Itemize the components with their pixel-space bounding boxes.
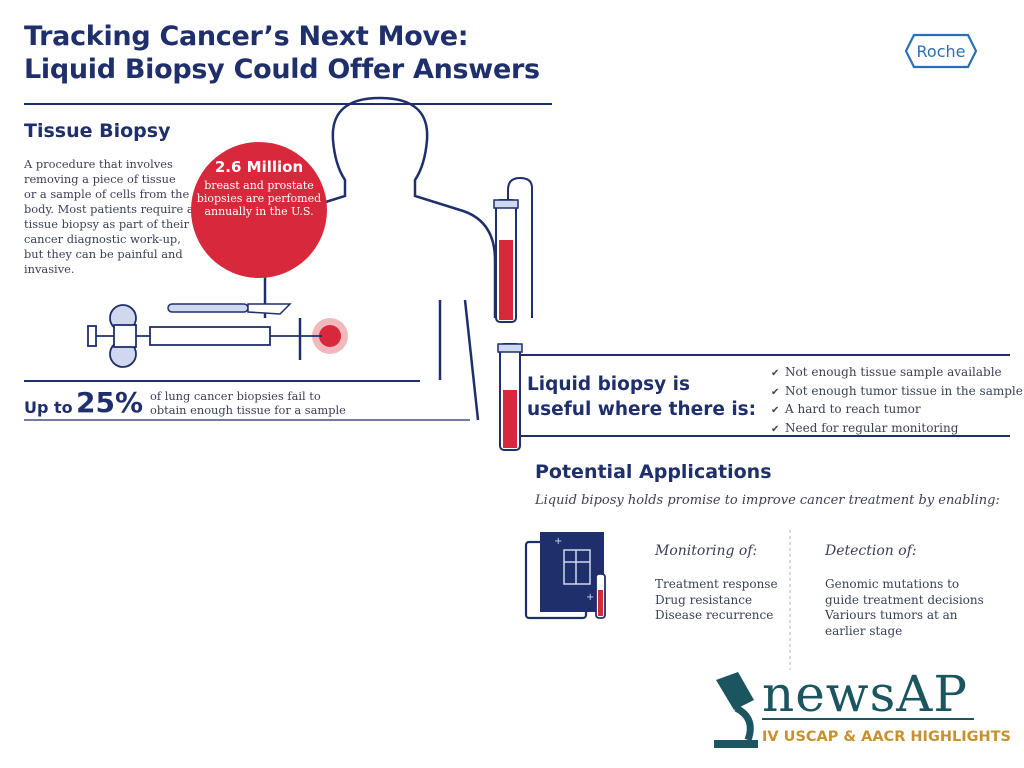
tablet-monitoring-icon: + + — [524, 532, 606, 620]
liquid-heading-line-2: useful where there is: — [527, 399, 757, 420]
tissue-description-line: tissue biopsy as part of their — [24, 217, 190, 231]
biopsy-stat-circle: 2.6 Million breast and prostate biopsies… — [191, 142, 327, 278]
roche-logo: Roche — [904, 33, 978, 69]
list-item: ✔Need for regular monitoring — [771, 420, 1023, 439]
tissue-description-line: invasive. — [24, 262, 75, 276]
title-line-2: Liquid Biopsy Could Offer Answers — [24, 54, 540, 85]
check-icon: ✔ — [771, 386, 780, 398]
list-item: ✔Not enough tumor tissue in the sample — [771, 383, 1023, 402]
detection-title: Detection of: — [825, 543, 917, 559]
biopsy-stat-value: 2.6 Million — [214, 158, 304, 176]
monitoring-title: Monitoring of: — [655, 543, 758, 559]
biopsy-stat-line: annually in the U.S. — [204, 205, 314, 218]
check-icon: ✔ — [771, 368, 780, 379]
check-icon: ✔ — [771, 423, 780, 435]
fail-prefix: Up to — [24, 398, 73, 417]
check-icon: ✔ — [771, 405, 780, 416]
monitoring-list: Treatment response Drug resistance Disea… — [655, 577, 778, 624]
tissue-description-line: A procedure that involves — [24, 157, 173, 171]
tissue-biopsy-heading: Tissue Biopsy — [24, 120, 171, 142]
roche-logo-text: Roche — [917, 42, 966, 61]
page-title: Tracking Cancer’s Next Move: Liquid Biop… — [24, 20, 540, 86]
biopsy-stat-line: biopsies are perfomed — [196, 192, 322, 205]
tissue-description-line: removing a piece of tissue — [24, 172, 176, 186]
list-item: Drug resistance — [655, 592, 753, 607]
liquid-reasons-list: ✔Not enough tissue sample available ✔Not… — [771, 364, 1023, 438]
list-item: Genomic mutations to — [825, 577, 960, 591]
tissue-description-line: but they can be painful and — [24, 247, 183, 261]
applications-heading: Potential Applications — [535, 461, 772, 483]
tissue-description-line: or a sample of cells from the — [24, 187, 190, 201]
newsap-logo-text: newsAP — [762, 665, 968, 723]
biopsy-stat-text: breast and prostate biopsies are perfome… — [191, 179, 327, 218]
list-item: Variours tumors at an — [825, 608, 958, 622]
title-line-1: Tracking Cancer’s Next Move: — [24, 21, 469, 52]
svg-text:+: + — [554, 536, 562, 547]
list-item: Disease recurrence — [655, 608, 774, 622]
list-item: ✔A hard to reach tumor — [771, 401, 1023, 420]
fail-description-line: of lung cancer biopsies fail to — [150, 389, 321, 403]
applications-subtitle: Liquid biposy holds promise to improve c… — [535, 493, 1000, 508]
tissue-biopsy-description: A procedure that involves removing a pie… — [24, 157, 214, 277]
liquid-heading-line-1: Liquid biopsy is — [527, 374, 690, 395]
fail-description-line: obtain enough tissue for a sample — [150, 403, 346, 417]
biopsy-stat-line: breast and prostate — [204, 179, 314, 192]
list-item: Treatment response — [655, 577, 778, 591]
liquid-biopsy-heading: Liquid biopsy is useful where there is: — [527, 372, 756, 422]
microscope-logo-icon — [714, 672, 758, 748]
fail-description: of lung cancer biopsies fail to obtain e… — [150, 389, 346, 417]
logo-tagline: IV USCAP & AACR HIGHLIGHTS — [762, 729, 1011, 745]
list-item: guide treatment decisions — [825, 592, 984, 607]
tissue-description-line: body. Most patients require a — [24, 202, 194, 216]
logo-divider — [762, 718, 974, 720]
list-item: ✔Not enough tissue sample available — [771, 364, 1023, 383]
svg-text:+: + — [586, 592, 594, 603]
detection-list: Genomic mutations to guide treatment dec… — [825, 577, 984, 639]
fail-percentage: 25% — [76, 386, 144, 419]
list-item: earlier stage — [825, 623, 903, 638]
tissue-description-line: cancer diagnostic work-up, — [24, 232, 181, 246]
